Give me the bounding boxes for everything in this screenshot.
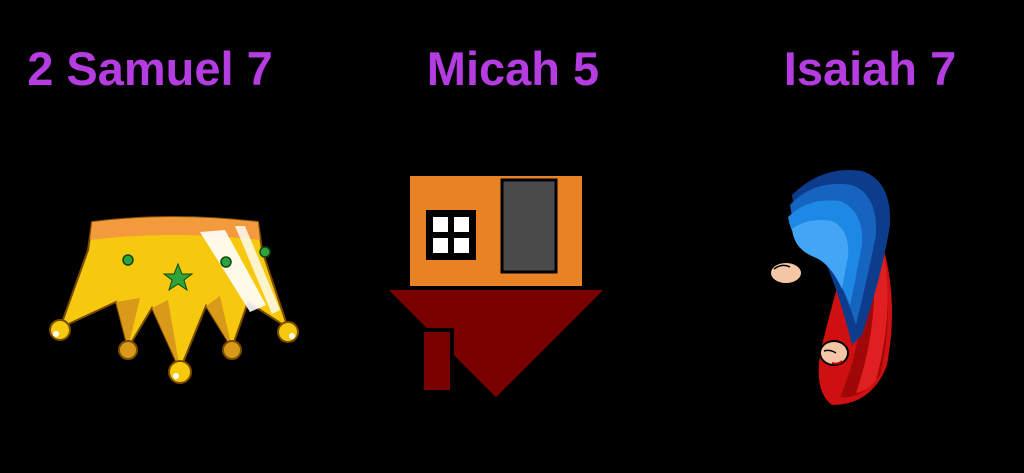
crown-icon — [49, 216, 299, 384]
reference-title-isaiah-7: Isaiah 7 — [783, 42, 957, 95]
reference-title-2-samuel-7: 2 Samuel 7 — [27, 42, 273, 95]
house-icon — [382, 172, 610, 402]
reference-title-micah-5: Micah 5 — [426, 42, 600, 95]
mother-child-icon — [763, 170, 892, 405]
